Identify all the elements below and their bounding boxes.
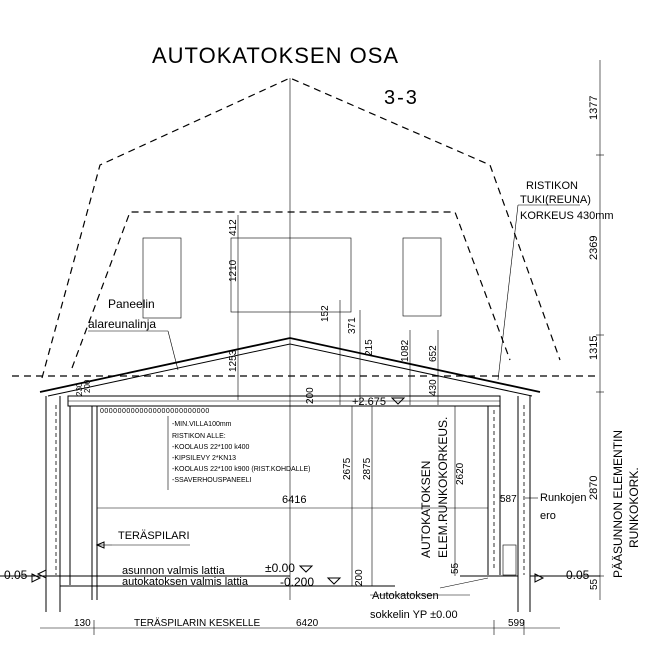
- dim-200-top: 200: [305, 387, 316, 404]
- paasunnon-2: RUNKOKORK.: [627, 467, 641, 548]
- dim-2369: 2369: [588, 236, 600, 260]
- paasunnon-1: PÄÄSUNNON ELEMENTIN: [611, 430, 625, 578]
- dim-599: 599: [508, 618, 525, 629]
- sokkeli-2: sokkelin YP ±0.00: [370, 609, 458, 621]
- dim-652: 652: [428, 345, 439, 362]
- dim-215: 215: [364, 339, 375, 356]
- floor-asunnon-val: ±0.00: [265, 561, 295, 575]
- note-5: -SSAVERHOUSPANEELI: [172, 477, 252, 484]
- dim-2675: 2675: [342, 457, 353, 480]
- dim-130: 130: [74, 618, 91, 629]
- dim-430: 430: [428, 379, 439, 396]
- dim-1210: 1210: [228, 259, 239, 282]
- svg-text:0000000000000000000000000: 0000000000000000000000000: [100, 408, 210, 415]
- floor-asunnon: asunnon valmis lattia: [122, 565, 226, 577]
- dim-1253: 1253: [228, 349, 239, 372]
- dim-2620: 2620: [455, 462, 466, 485]
- dim-371: 371: [347, 317, 358, 334]
- callout-ristikon-2: TUKI(REUNA): [520, 194, 591, 206]
- dim-55-right: 55: [589, 578, 600, 590]
- dim-152: 152: [320, 305, 331, 322]
- callout-ristikon-1: RISTIKON: [526, 180, 578, 192]
- floor-auto-val: -0.200: [280, 575, 314, 589]
- dim-2875: 2875: [362, 457, 373, 480]
- floor-auto: autokatoksen valmis lattia: [122, 576, 249, 588]
- note-0: -MIN.VILLA100mm: [172, 421, 232, 428]
- level-top: +2.675: [352, 396, 386, 408]
- callout-paneelin-1: Paneelin: [108, 297, 155, 311]
- dim-587: 587: [500, 494, 517, 505]
- section-label: 3-3: [384, 87, 419, 109]
- dim-200-left: 200: [83, 379, 92, 393]
- main-roof-outline: [41, 77, 561, 379]
- window-right: [402, 237, 442, 317]
- note-1: RISTIKON ALLE:: [172, 433, 226, 440]
- dim-1082: 1082: [400, 339, 411, 362]
- autokatoksen-runko-1: AUTOKATOKSEN: [419, 461, 433, 558]
- dim-200-bottom: 200: [354, 569, 365, 586]
- dim-6420: 6420: [296, 618, 319, 629]
- runkojen-2: ero: [540, 510, 556, 522]
- main-house-outline: [71, 211, 511, 369]
- bottom-label: TERÄSPILARIN KESKELLE: [134, 617, 260, 629]
- drawing-title: AUTOKATOKSEN OSA: [152, 43, 399, 68]
- note-2: -KOOLAUS 22*100 k400: [172, 444, 250, 451]
- dim-412: 412: [228, 219, 239, 236]
- dim-1377: 1377: [588, 96, 600, 120]
- callout-paneelin-2: alareunalinja: [88, 317, 156, 331]
- dim-1315: 1315: [588, 336, 600, 360]
- teraspilari-label: TERÄSPILARI: [118, 530, 190, 542]
- carport-roof: [39, 337, 541, 393]
- level-right: -0.05: [562, 568, 590, 582]
- note-3: -KIPSILEVY 2*KN13: [172, 455, 236, 462]
- window-left: [142, 237, 182, 319]
- dim-6416: 6416: [282, 494, 306, 506]
- note-4: -KOOLAUS 22*100 k900 (RIST.KOHDALLE): [172, 466, 311, 473]
- dim-230: 230: [75, 382, 84, 396]
- callout-ristikon-3: KORKEUS 430mm: [520, 210, 614, 222]
- autokatoksen-runko-2: ELEM.RUNKOKORKEUS.: [436, 417, 450, 558]
- dim-2870: 2870: [588, 476, 600, 500]
- dim-55-mid: 55: [450, 562, 461, 574]
- runkojen-1: Runkojen: [540, 492, 586, 504]
- window-middle: [230, 237, 352, 313]
- sokkeli-1: Autokatoksen: [372, 590, 439, 602]
- level-left: -0.05: [0, 568, 28, 582]
